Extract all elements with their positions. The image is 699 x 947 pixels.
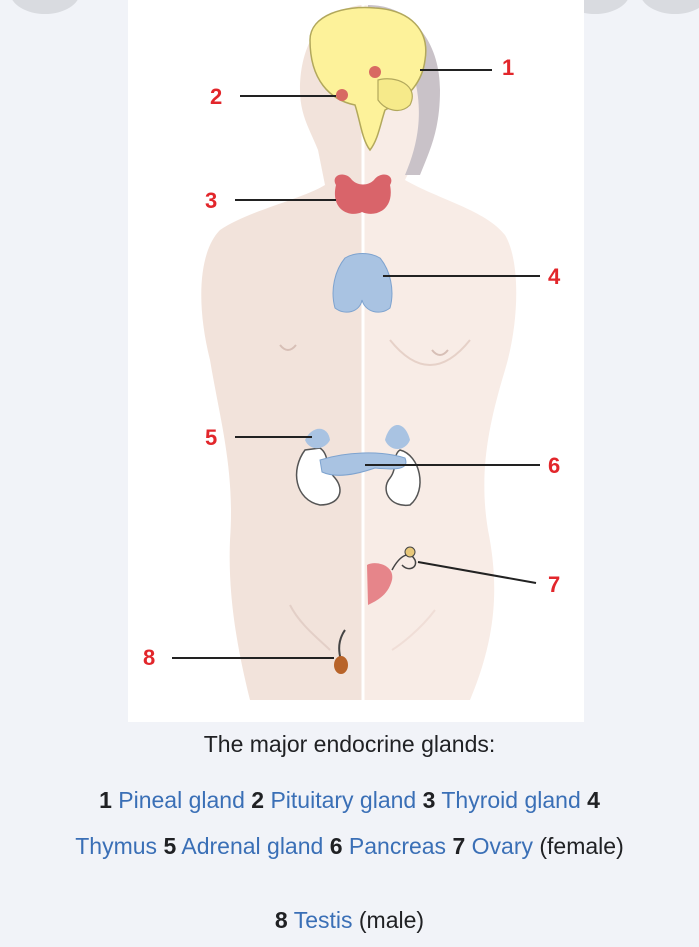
link-ovary[interactable]: Ovary: [471, 833, 533, 859]
body-left: [201, 5, 362, 700]
marker-3: 3: [205, 188, 218, 213]
pelvis-line: [289, 604, 331, 651]
adrenal-right: [385, 425, 410, 449]
top-left-blob: [10, 0, 80, 14]
figure-caption: The major endocrine glands:: [203, 731, 496, 757]
nipple-left: [279, 344, 297, 351]
pituitary: [336, 89, 348, 101]
legend-female-note: (female): [539, 833, 624, 859]
link-pancreas[interactable]: Pancreas: [348, 833, 447, 859]
marker-5: 5: [205, 425, 218, 450]
thyroid: [334, 174, 392, 214]
cerebellum: [377, 78, 413, 112]
legend-num-6: 6: [329, 833, 343, 859]
legend-num-7: 7: [452, 833, 466, 859]
link-testis[interactable]: Testis: [293, 907, 353, 933]
legend-num-5: 5: [163, 833, 177, 859]
link-pituitary-gland[interactable]: Pituitary gland: [270, 787, 417, 813]
legend-line-2: Thymus 5 Adrenal gland 6 Pancreas 7 Ovar…: [0, 833, 699, 860]
endocrine-diagram: [172, 5, 540, 700]
leader-7: [417, 561, 537, 584]
legend-male-note: (male): [358, 907, 425, 933]
marker-8: 8: [143, 645, 156, 670]
legend-num-1: 1: [99, 787, 112, 813]
legend-num-2: 2: [251, 787, 265, 813]
link-thyroid-gland[interactable]: Thyroid gland: [441, 787, 581, 813]
marker-7: 7: [548, 572, 561, 597]
legend-num-3: 3: [422, 787, 436, 813]
nipple-right: [431, 349, 449, 356]
fallopian: [391, 554, 417, 571]
link-thymus[interactable]: Thymus: [75, 833, 158, 859]
adrenal-left: [305, 428, 330, 449]
ovary: [404, 546, 416, 558]
marker-6: 6: [548, 453, 561, 478]
legend-line-3: 8 Testis (male): [0, 907, 699, 934]
link-pineal-gland[interactable]: Pineal gland: [118, 787, 245, 813]
pelvis-line-right: [391, 609, 436, 651]
uterus: [367, 563, 393, 605]
thymus: [332, 253, 393, 313]
marker-2: 2: [210, 84, 223, 109]
testis: [334, 656, 348, 674]
pancreas: [319, 452, 407, 476]
legend-line-1: 1 Pineal gland 2 Pituitary gland 3 Thyro…: [0, 787, 699, 814]
marker-1: 1: [502, 55, 515, 80]
legend-num-8: 8: [274, 907, 288, 933]
body-right: [362, 5, 517, 700]
link-adrenal-gland[interactable]: Adrenal gland: [181, 833, 324, 859]
marker-4: 4: [548, 264, 561, 289]
chest-right: [389, 339, 471, 366]
pineal: [369, 66, 381, 78]
legend-num-4: 4: [587, 787, 600, 813]
